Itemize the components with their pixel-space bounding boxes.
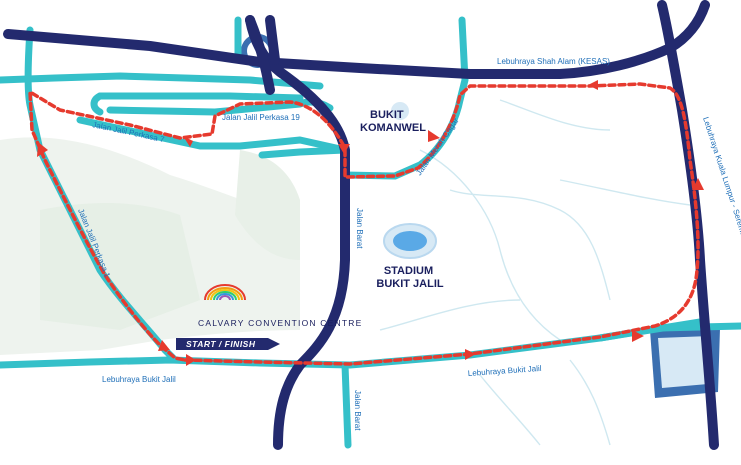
start-finish-badge [176, 338, 280, 350]
arrow-icon [158, 340, 170, 351]
place-label-stadium: STADIUM BUKIT JALIL [376, 265, 444, 290]
venue-logo-icon [204, 284, 246, 301]
route-arrows [37, 80, 704, 366]
venue-name: CALVARY CONVENTION CENTRE [198, 318, 362, 328]
arrow-icon [692, 178, 704, 190]
place-label-bukit-komanwel: BUKIT KOMANWEL [360, 109, 426, 134]
start-finish-label: START / FINISH [186, 339, 256, 349]
road-label-jalan-barat-north: Jalan Barat [355, 208, 364, 249]
arrow-icon [338, 144, 350, 154]
stadium-icon [383, 223, 437, 259]
road-label-bukit-jalil-west: Lebuhraya Bukit Jalil [102, 375, 176, 384]
arrow-icon [632, 330, 644, 342]
road-label-perkasa-19: Jalan Jalil Perkasa 19 [222, 113, 300, 122]
arrow-icon [186, 354, 196, 366]
road-label-jalan-barat-south: Jalan Barat [353, 390, 362, 431]
arrow-icon [465, 349, 476, 360]
road-label-kl-seremban: Lebuhraya Kuala Lumpur - Seremban [701, 116, 741, 246]
road-label-kesas: Lebuhraya Shah Alam (KESAS) [497, 57, 610, 66]
arrow-icon [588, 80, 598, 90]
arrow-icon [37, 142, 48, 157]
race-route [28, 82, 700, 366]
arrow-icon [428, 130, 440, 142]
arrow-icon [183, 136, 193, 147]
stream-lines [379, 99, 691, 446]
road-label-bukit-jalil-east: Lebuhraya Bukit Jalil [468, 364, 542, 378]
